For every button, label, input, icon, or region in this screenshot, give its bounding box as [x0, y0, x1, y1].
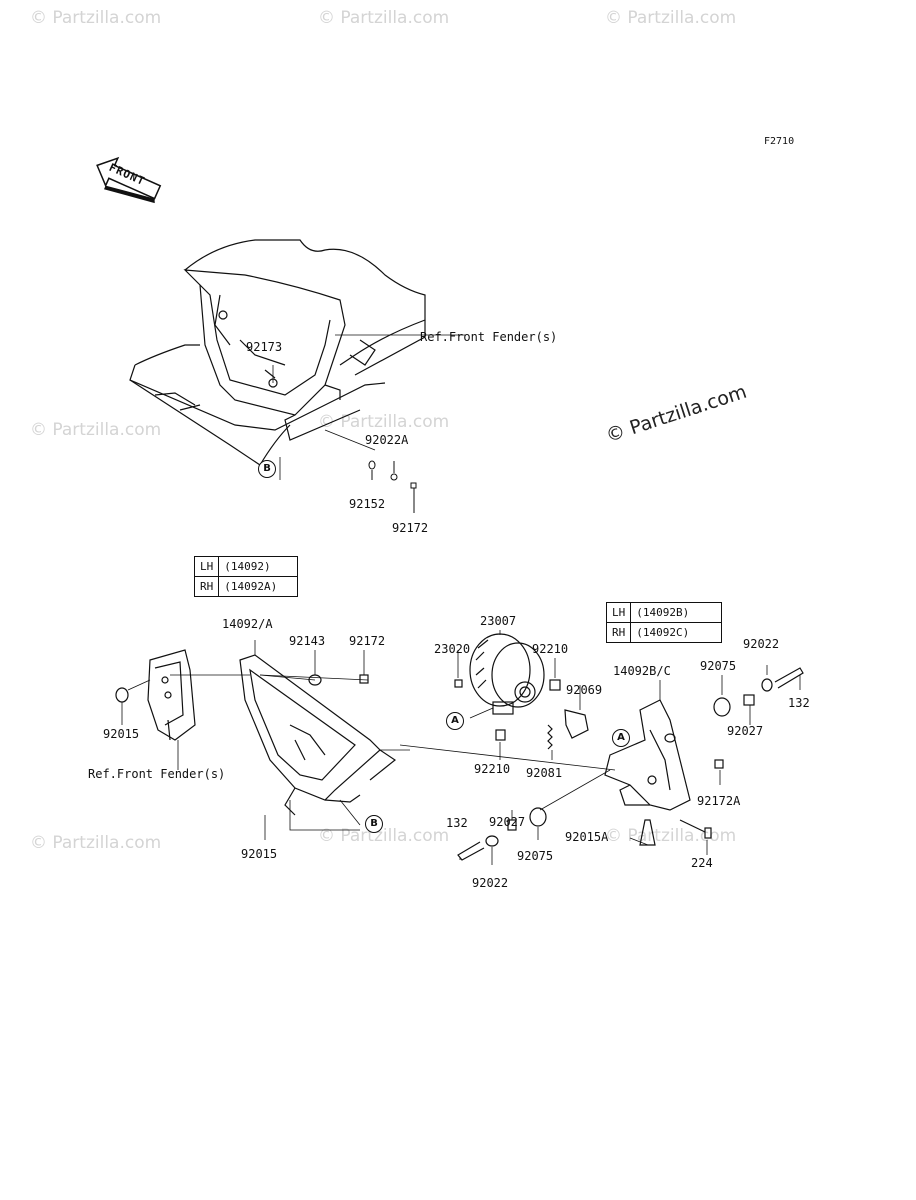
part-92027-bottom: 92027 — [489, 815, 526, 829]
table-row: LH (14092) — [193, 556, 299, 577]
part-92075-bottom: 92075 — [517, 849, 554, 863]
part-92022-right: 92022 — [743, 637, 780, 651]
part-92069: 92069 — [566, 683, 603, 697]
table-row: LH (14092B) — [605, 602, 723, 623]
watermark: © Partzilla.com — [30, 8, 162, 28]
right-bracket-drawing — [457, 665, 804, 865]
table-cell-code: (14092A) — [218, 576, 299, 597]
part-92015-bottom: 92015 — [241, 847, 278, 861]
diagram-code: F2710 — [764, 136, 795, 147]
callout-a-left: A — [446, 712, 464, 730]
part-92081: 92081 — [526, 766, 563, 780]
part-224: 224 — [691, 856, 713, 870]
table-cell-code: (14092B) — [630, 602, 723, 623]
headlight-bracket-drawing — [115, 640, 410, 840]
part-92022-bottom: 92022 — [472, 876, 509, 890]
front-fender-drawing — [129, 239, 465, 480]
table-cell-side: RH — [605, 622, 632, 643]
bolt-icon — [368, 460, 417, 513]
watermark: © Partzilla.com — [318, 826, 450, 846]
table-row: RH (14092A) — [193, 576, 299, 597]
callout-b-bottom: B — [365, 815, 383, 833]
part-92152: 92152 — [349, 497, 386, 511]
part-92027-right: 92027 — [727, 724, 764, 738]
part-132-right: 132 — [788, 696, 810, 710]
part-92015-left: 92015 — [103, 727, 140, 741]
side-table-left: LH (14092) RH (14092A) — [193, 556, 299, 597]
part-92172-mid: 92172 — [349, 634, 386, 648]
part-92210-top: 92210 — [532, 642, 569, 656]
part-92015A: 92015A — [565, 830, 609, 844]
part-14092BC: 14092B/C — [613, 664, 671, 678]
part-92210-bottom: 92210 — [474, 762, 511, 776]
watermark: © Partzilla.com — [318, 412, 450, 432]
table-cell-side: LH — [605, 602, 632, 623]
part-132-bottom: 132 — [446, 816, 468, 830]
part-23020: 23020 — [434, 642, 471, 656]
table-cell-code: (14092C) — [630, 622, 723, 643]
callout-b-top: B — [258, 460, 276, 478]
part-92173: 92173 — [246, 340, 283, 354]
part-92172A: 92172A — [697, 794, 741, 808]
watermark: © Partzilla.com — [318, 8, 450, 28]
front-arrow-icon — [96, 156, 162, 204]
callout-a-right: A — [612, 729, 630, 747]
ref-front-fender-top: Ref.Front Fender(s) — [420, 330, 558, 344]
part-92143: 92143 — [289, 634, 326, 648]
table-row: RH (14092C) — [605, 622, 723, 643]
watermark: © Partzilla.com — [605, 8, 737, 28]
part-92075-right: 92075 — [700, 659, 737, 673]
part-92172-top: 92172 — [392, 521, 429, 535]
part-92022A: 92022A — [365, 433, 409, 447]
watermark: © Partzilla.com — [30, 420, 162, 440]
headlight-drawing — [400, 630, 616, 771]
table-cell-side: RH — [193, 576, 220, 597]
part-14092A: 14092/A — [222, 617, 273, 631]
part-23007: 23007 — [480, 614, 517, 628]
watermark: © Partzilla.com — [30, 833, 162, 853]
table-cell-side: LH — [193, 556, 220, 577]
copyright-text: © Partzilla.com — [603, 380, 750, 447]
ref-front-fender-left: Ref.Front Fender(s) — [88, 767, 226, 781]
side-table-right: LH (14092B) RH (14092C) — [605, 602, 723, 643]
table-cell-code: (14092) — [218, 556, 299, 577]
